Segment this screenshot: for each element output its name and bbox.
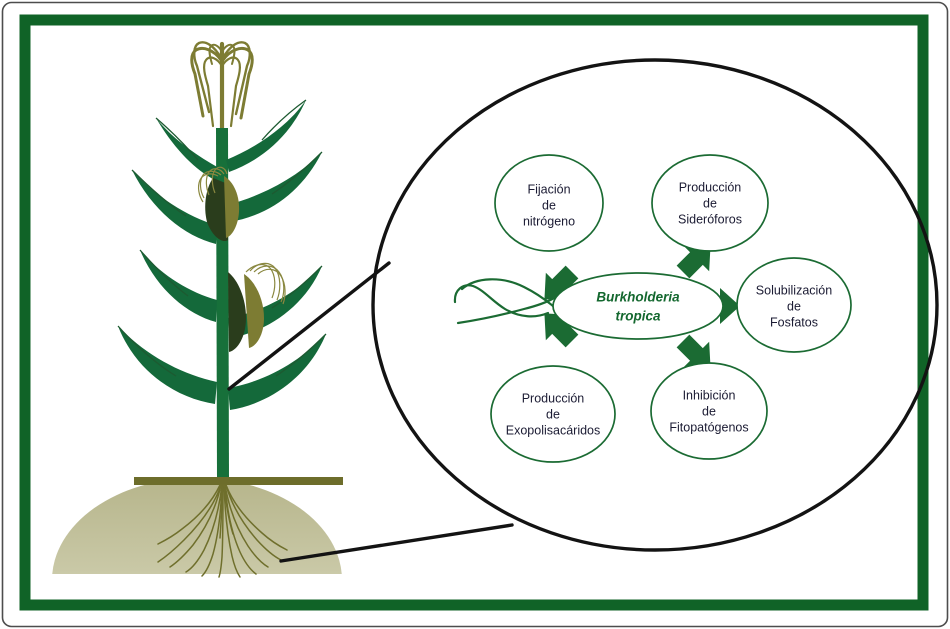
node-fijacion-nitrogeno-shape[interactable] <box>494 154 604 252</box>
node-solubilizacion-fosfatos[interactable]: Solubilización de Fosfatos <box>736 257 852 353</box>
flagella <box>453 278 556 325</box>
node-center-shape[interactable] <box>552 272 724 340</box>
node-produccion-sideroforos[interactable]: Producción de Sideróforos <box>651 154 769 252</box>
node-center-label-line1: Burkholderia <box>596 290 680 305</box>
node-center[interactable]: Burkholderia tropica <box>552 272 724 340</box>
node-solubilizacion-fosfatos-line2: de <box>787 299 801 313</box>
magnification-circle <box>371 58 939 552</box>
node-produccion-exopolisacaridos-shape[interactable] <box>490 365 616 463</box>
arrow-up-left <box>544 265 579 300</box>
node-produccion-sideroforos-line2: de <box>703 196 717 210</box>
node-produccion-exopolisacaridos[interactable]: Producción de Exopolisacáridos <box>490 365 616 463</box>
node-fijacion-nitrogeno-line3: nitrógeno <box>523 214 575 228</box>
node-produccion-sideroforos-line3: Sideróforos <box>678 212 742 226</box>
node-inhibicion-fitopatogenos-line2: de <box>702 404 716 418</box>
node-inhibicion-fitopatogenos[interactable]: Inhibición de Fitopatógenos <box>650 362 768 460</box>
node-solubilizacion-fosfatos-line1: Solubilización <box>756 283 832 297</box>
node-solubilizacion-fosfatos-line3: Fosfatos <box>770 315 818 329</box>
node-inhibicion-fitopatogenos-shape[interactable] <box>650 362 768 460</box>
node-produccion-exopolisacaridos-line1: Producción <box>522 391 585 405</box>
leader-line-upper <box>227 261 391 391</box>
arrows <box>544 244 740 369</box>
corn-ear-lower <box>228 262 286 352</box>
leaf-tips <box>117 99 327 377</box>
node-inhibicion-fitopatogenos-line3: Fitopatógenos <box>669 420 748 434</box>
corn-ear-upper <box>197 166 240 242</box>
roots <box>157 484 288 578</box>
tassel <box>190 41 254 136</box>
node-solubilizacion-fosfatos-shape[interactable] <box>736 257 852 353</box>
arrow-up-right <box>676 244 711 279</box>
node-fijacion-nitrogeno[interactable]: Fijación de nitrógeno <box>494 154 604 252</box>
node-inhibicion-fitopatogenos-line1: Inhibición <box>683 388 736 402</box>
node-produccion-exopolisacaridos-line3: Exopolisacáridos <box>506 423 601 437</box>
node-center-label-line2: tropica <box>615 309 661 324</box>
maize-plant <box>117 41 327 480</box>
node-produccion-exopolisacaridos-line2: de <box>546 407 560 421</box>
soil-line-bar <box>134 477 343 485</box>
node-fijacion-nitrogeno-line2: de <box>542 198 556 212</box>
inner-green-frame <box>19 14 929 611</box>
node-fijacion-nitrogeno-line1: Fijación <box>527 182 570 196</box>
node-produccion-sideroforos-line1: Producción <box>679 180 742 194</box>
arrow-down-left <box>544 313 579 348</box>
arrow-down-right <box>676 334 711 369</box>
magnifier-leader-lines <box>227 261 514 563</box>
leader-line-lower <box>279 523 514 563</box>
node-produccion-sideroforos-shape[interactable] <box>651 154 769 252</box>
